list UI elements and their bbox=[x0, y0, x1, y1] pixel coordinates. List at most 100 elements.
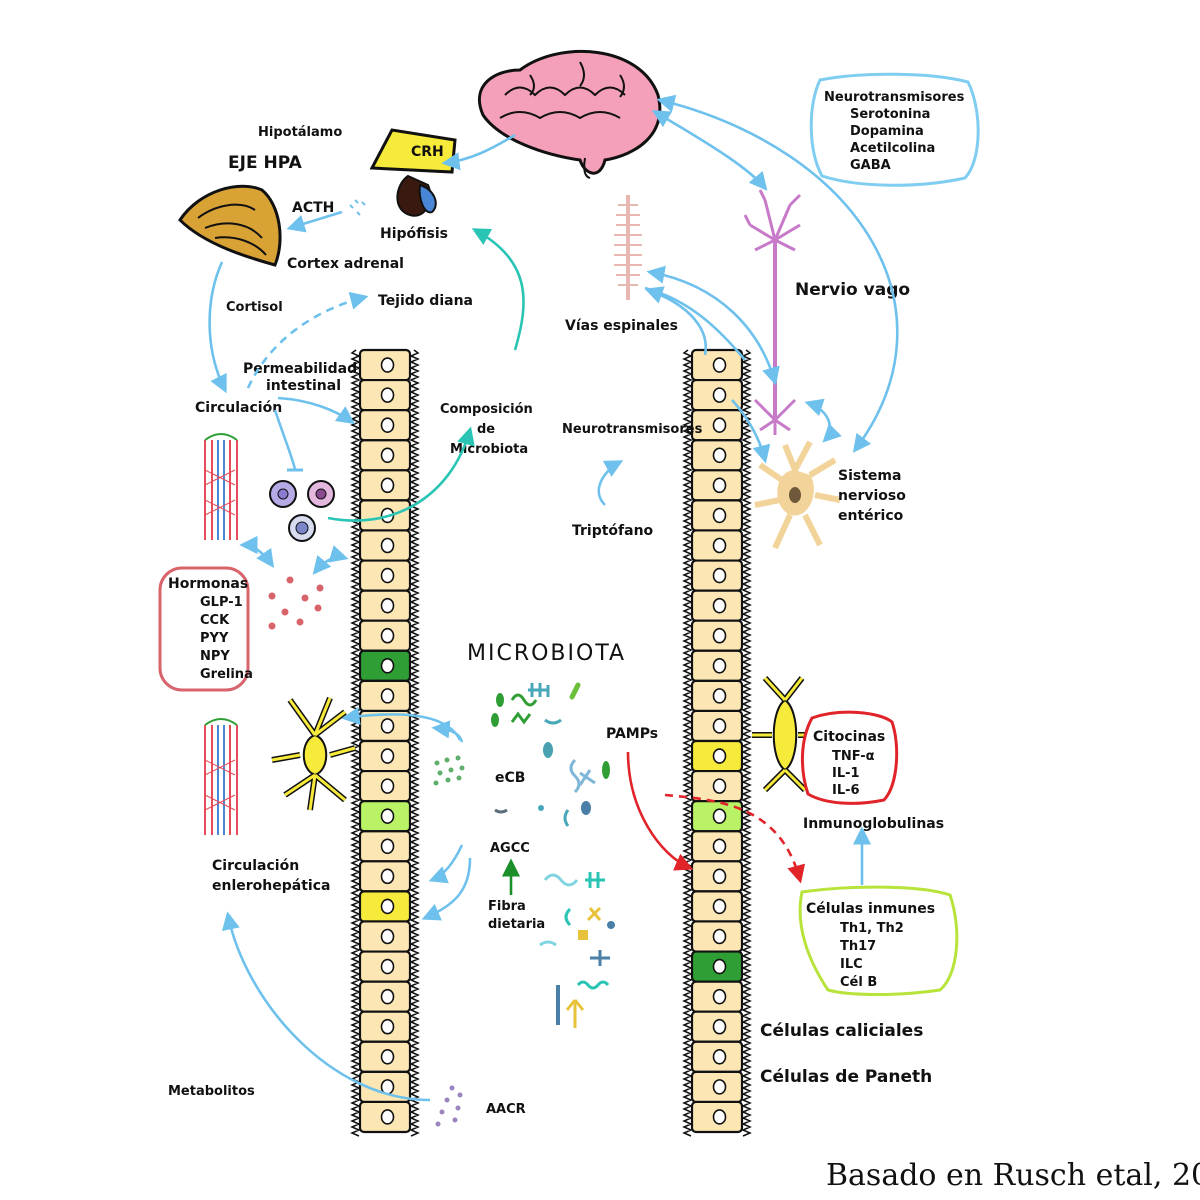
aacr-dots bbox=[435, 1085, 463, 1127]
citocina-item: IL-6 bbox=[832, 783, 860, 798]
cell-nucleus bbox=[380, 718, 395, 734]
cell-nucleus bbox=[712, 928, 727, 945]
credit-text: Basado en Rusch etal, 2023 bbox=[826, 1158, 1200, 1193]
composicion-label: Composición bbox=[440, 402, 533, 417]
cell-nucleus bbox=[712, 1049, 727, 1065]
cortex-adrenal-label: Cortex adrenal bbox=[287, 256, 404, 272]
acth-label: ACTH bbox=[292, 200, 334, 216]
hormona-item: PYY bbox=[200, 631, 229, 646]
cell-nucleus bbox=[712, 1109, 727, 1125]
cell-nucleus bbox=[380, 658, 395, 674]
arrows-right bbox=[644, 94, 899, 885]
immune-cells-left bbox=[269, 480, 335, 542]
hormonas-title: Hormonas bbox=[168, 576, 248, 592]
vias-espinales-label: Vías espinales bbox=[565, 318, 678, 334]
celulas-paneth-label: Células de Paneth bbox=[760, 1067, 932, 1087]
citocinas-box bbox=[800, 710, 899, 805]
cell-nucleus bbox=[712, 838, 727, 855]
hormona-item: CCK bbox=[200, 613, 230, 628]
pamps-arrow bbox=[626, 751, 694, 871]
neurotransmisor-item: Dopamina bbox=[850, 124, 924, 139]
metabolite-dots-green bbox=[433, 755, 465, 786]
blood-vessel-lower bbox=[204, 718, 238, 835]
cell-nucleus bbox=[712, 597, 727, 614]
cell-nucleus bbox=[712, 658, 727, 674]
enteric-glia-right bbox=[752, 675, 812, 793]
eje-hpa-label: EJE HPA bbox=[228, 153, 303, 173]
triptofano-arrow bbox=[597, 460, 624, 506]
cell-nucleus bbox=[712, 357, 727, 373]
nervioso-label: nervioso bbox=[838, 488, 906, 504]
cell-nucleus bbox=[380, 627, 395, 644]
enterohepatica-label: enlerohepática bbox=[212, 878, 330, 894]
cell-nucleus bbox=[380, 958, 395, 975]
cell-nucleus bbox=[712, 898, 727, 915]
tejido-diana-label: Tejido diana bbox=[378, 293, 473, 309]
hormona-item: NPY bbox=[200, 649, 230, 664]
cell-nucleus bbox=[712, 868, 727, 885]
intestinal-wall-right bbox=[682, 348, 752, 1137]
cell-nucleus bbox=[712, 387, 727, 403]
neurotransmisores-label: Neurotransmisores bbox=[562, 422, 703, 437]
cell-nucleus bbox=[712, 1018, 727, 1035]
agcc-label: AGCC bbox=[490, 841, 530, 856]
celulas-inmunes-title: Células inmunes bbox=[806, 901, 935, 917]
villi-edge bbox=[741, 349, 752, 1137]
enterico-label: entérico bbox=[838, 508, 904, 524]
intestinal-label: intestinal bbox=[266, 378, 341, 394]
pamps-dashed-arrow bbox=[664, 793, 806, 884]
neurotransmisor-item: Serotonina bbox=[850, 107, 930, 122]
neurotransmisor-item: GABA bbox=[850, 158, 891, 173]
vagus-nerve-illustration bbox=[743, 189, 802, 435]
hormone-dots bbox=[268, 576, 324, 630]
composicion-de-label: de bbox=[477, 422, 495, 437]
cell-nucleus bbox=[380, 898, 395, 915]
cell-nucleus bbox=[712, 507, 727, 524]
cell-nucleus bbox=[380, 537, 395, 554]
cell-nucleus bbox=[380, 417, 395, 433]
cell-nucleus bbox=[380, 928, 395, 945]
microbiota-title: MICROBIOTA bbox=[467, 641, 626, 666]
cell-nucleus bbox=[380, 597, 395, 614]
celulas-caliciales-label: Células caliciales bbox=[760, 1021, 923, 1041]
celula-inmune-item: ILC bbox=[840, 957, 863, 972]
citocina-item: TNF-α bbox=[832, 749, 875, 764]
cell-nucleus bbox=[380, 838, 395, 855]
cell-nucleus bbox=[380, 447, 395, 464]
inmunoglobulinas-label: Inmunoglobulinas bbox=[803, 816, 944, 832]
cell-nucleus bbox=[380, 387, 395, 403]
enteric-neuron-left bbox=[271, 696, 356, 811]
dietaria-label: dietaria bbox=[488, 917, 545, 932]
cell-nucleus bbox=[380, 1049, 395, 1065]
ecb-label: eCB bbox=[495, 770, 525, 786]
cell-nucleus bbox=[712, 627, 727, 644]
enteric-neuron-right bbox=[754, 440, 841, 550]
cell-nucleus bbox=[712, 1079, 727, 1095]
pamps-label: PAMPs bbox=[606, 726, 658, 742]
permeabilidad-label: Permeabilidad bbox=[243, 361, 357, 377]
cell-nucleus bbox=[712, 417, 727, 433]
blood-vessel-upper bbox=[204, 433, 238, 540]
cell-nucleus bbox=[380, 357, 395, 373]
cell-nucleus bbox=[380, 477, 395, 494]
crh-label: CRH bbox=[411, 144, 444, 160]
hipotalamo-label: Hipotálamo bbox=[258, 125, 342, 140]
cell-nucleus bbox=[712, 477, 727, 494]
villi-edge bbox=[350, 349, 361, 1137]
hypothalamus-illustration bbox=[369, 128, 457, 217]
cell-nucleus bbox=[380, 567, 395, 584]
neurotransmisores-box-title: Neurotransmisores bbox=[824, 90, 965, 105]
brain-illustration bbox=[477, 50, 662, 179]
cell-nucleus bbox=[380, 688, 395, 704]
villi-edge bbox=[682, 349, 693, 1137]
citocinas-title: Citocinas bbox=[813, 729, 885, 745]
arrows-left bbox=[208, 133, 525, 1102]
triptofano-label: Triptófano bbox=[572, 523, 654, 539]
cell-nucleus bbox=[712, 808, 727, 824]
cell-nucleus bbox=[712, 778, 727, 794]
cell-nucleus bbox=[380, 748, 395, 764]
celula-inmune-item: Cél B bbox=[840, 975, 877, 990]
cell-nucleus bbox=[380, 1018, 395, 1035]
cell-nucleus bbox=[712, 748, 727, 764]
